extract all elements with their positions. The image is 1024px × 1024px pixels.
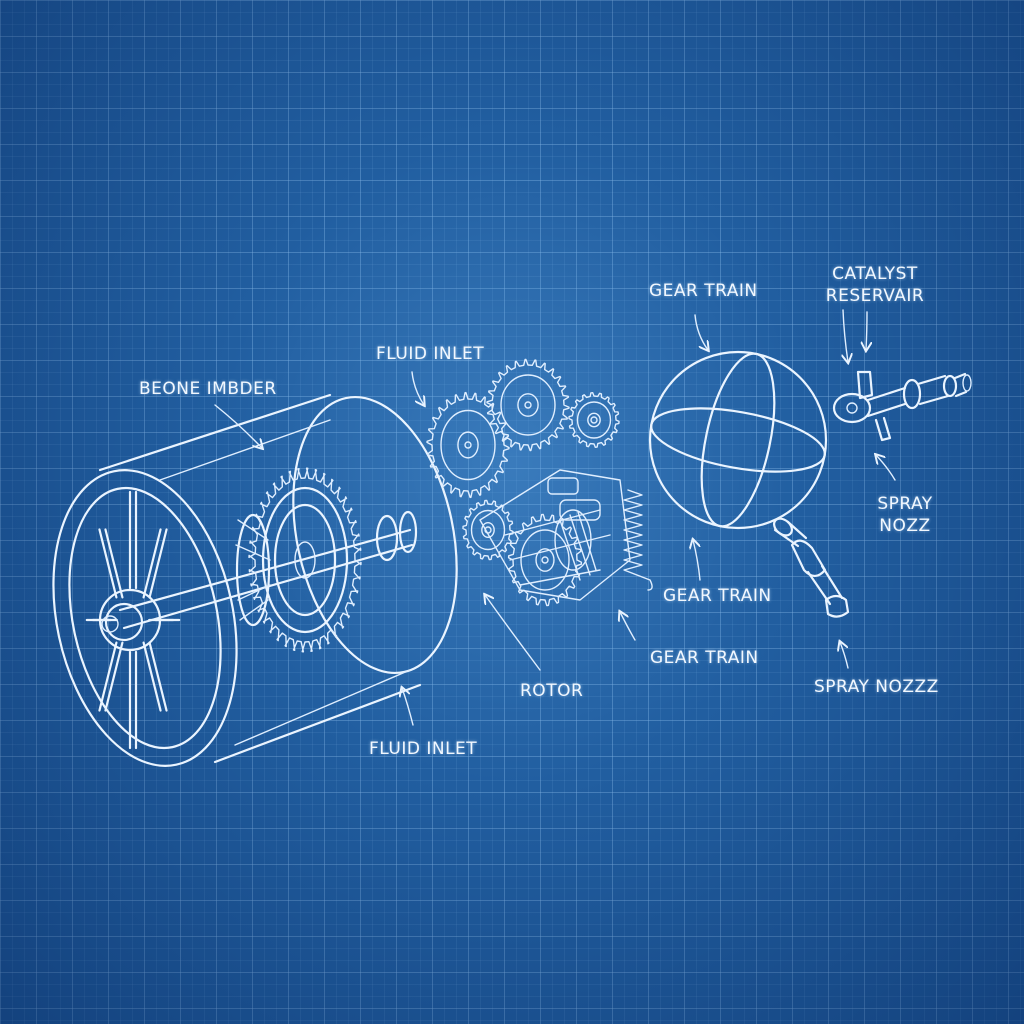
label-spray-nozz: SPRAY NOZZ bbox=[865, 493, 945, 537]
label-fluid-inlet-top: FLUID INLET bbox=[376, 344, 485, 364]
label-catalyst: CATALYST bbox=[832, 264, 918, 284]
spring bbox=[623, 489, 653, 591]
label-nozz: NOZZ bbox=[879, 516, 931, 536]
drum-inner-gear bbox=[235, 467, 362, 653]
label-fluid-inlet-bottom: FLUID INLET bbox=[369, 739, 478, 759]
label-gear-train-low: GEAR TRAIN bbox=[650, 648, 759, 668]
leader-lines bbox=[214, 309, 896, 726]
label-gear-train-top: GEAR TRAIN bbox=[649, 281, 758, 301]
label-spray: SPRAY bbox=[877, 494, 933, 514]
lower-spray-nozzle bbox=[773, 517, 850, 618]
sphere-housing bbox=[648, 350, 828, 530]
label-catalyst-reservoir: CATALYST RESERVAIR bbox=[820, 263, 930, 307]
catalyst-nozzle-assembly bbox=[832, 370, 972, 442]
gear-cluster bbox=[426, 358, 653, 607]
label-beone-imbder: BEONE IMBDER bbox=[139, 379, 277, 399]
drum-housing bbox=[52, 393, 458, 767]
drum-end-wheel bbox=[85, 490, 181, 750]
label-spray-nozzz: SPRAY NOZZZ bbox=[814, 677, 939, 697]
label-reservair: RESERVAIR bbox=[825, 286, 925, 306]
label-gear-train-mid: GEAR TRAIN bbox=[663, 586, 772, 606]
label-rotor: ROTOR bbox=[520, 681, 584, 701]
